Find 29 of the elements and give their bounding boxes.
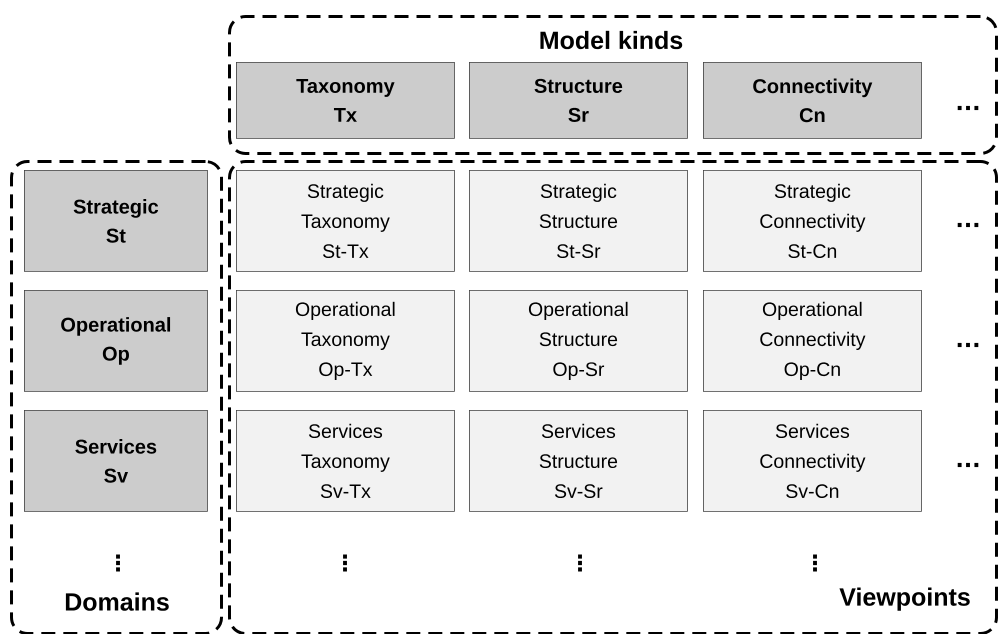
ellipsis: ⋮ (578, 554, 582, 572)
dashed-region (228, 160, 998, 634)
header-box: Services Sv (24, 410, 208, 512)
region-heading: Domains (66, 592, 169, 611)
ellipsis: ⋮ (813, 554, 817, 572)
viewpoint-box: Services Structure Sv-Sr (469, 410, 688, 512)
viewpoint-box: Strategic Connectivity St-Cn (703, 170, 922, 272)
ellipsis: ... (958, 222, 978, 228)
header-box: Connectivity Cn (703, 62, 922, 139)
viewpoint-box: Operational Structure Op-Sr (469, 290, 688, 392)
ellipsis: ... (958, 462, 978, 468)
viewpoint-box: Services Taxonomy Sv-Tx (236, 410, 455, 512)
header-box: Structure Sr (469, 62, 688, 139)
ellipsis: ... (958, 106, 978, 110)
viewpoint-box: Operational Connectivity Op-Cn (703, 290, 922, 392)
region-heading: Model kinds (540, 30, 682, 50)
ellipsis: ⋮ (343, 554, 347, 572)
viewpoint-box: Strategic Structure St-Sr (469, 170, 688, 272)
ellipsis: ⋮ (116, 554, 120, 572)
header-box: Taxonomy Tx (236, 62, 455, 139)
header-box: Operational Op (24, 290, 208, 392)
viewpoint-box: Services Connectivity Sv-Cn (703, 410, 922, 512)
viewpoint-box: Operational Taxonomy Op-Tx (236, 290, 455, 392)
dashed-region (228, 15, 998, 155)
ellipsis: ... (958, 342, 978, 348)
header-box: Strategic St (24, 170, 208, 272)
dashed-region (10, 160, 223, 634)
region-heading: Viewpoints (839, 588, 970, 611)
viewpoint-box: Strategic Taxonomy St-Tx (236, 170, 455, 272)
